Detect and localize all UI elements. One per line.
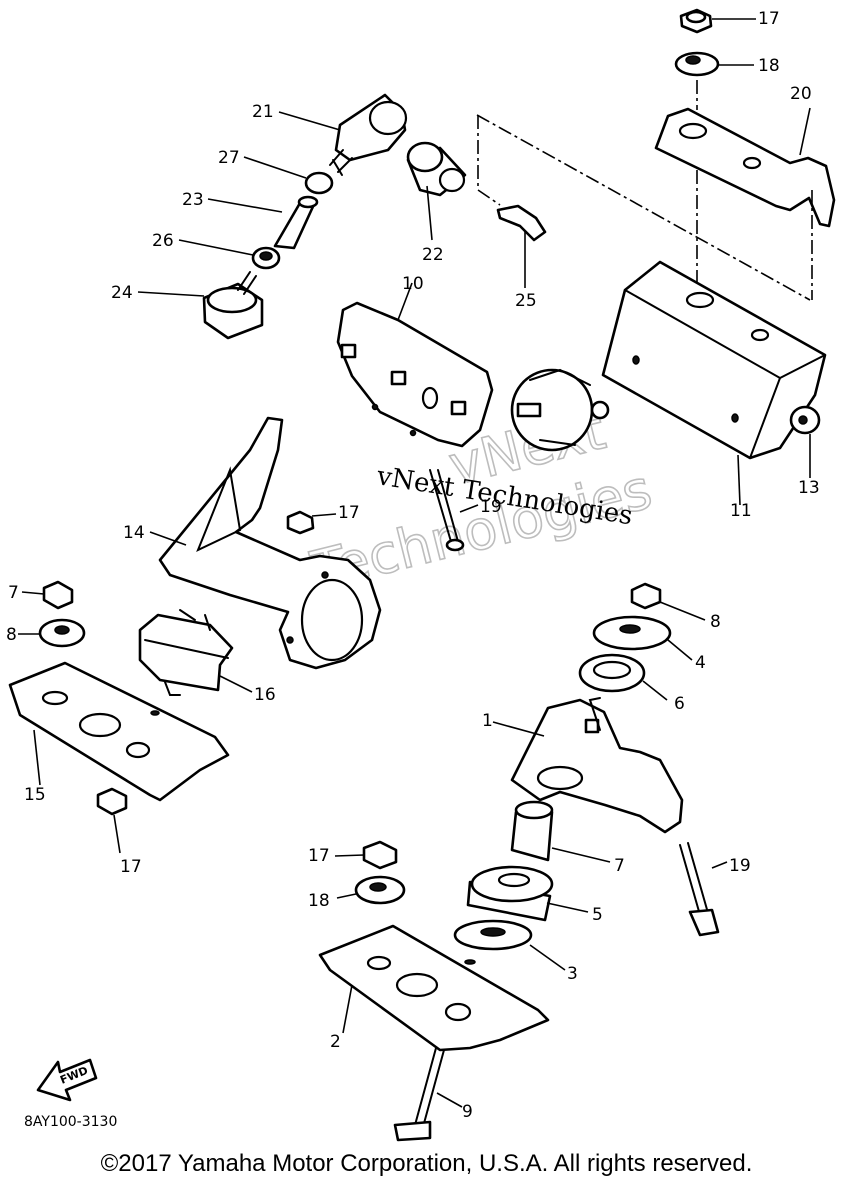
part-27-nut <box>304 171 334 195</box>
callout-26: 26 <box>152 231 174 251</box>
callout-9: 9 <box>462 1102 473 1122</box>
part-17-nut-top <box>679 8 713 34</box>
callout-17-top: 17 <box>758 9 780 29</box>
part-23-sleeve <box>273 195 319 250</box>
catalog-code: 8AY100-3130 <box>24 1114 117 1130</box>
part-11-cover <box>601 260 827 460</box>
callout-8-left: 8 <box>6 625 17 645</box>
callout-11: 11 <box>730 501 752 521</box>
callout-21: 21 <box>252 102 274 122</box>
part-6-collar <box>578 653 646 693</box>
callout-14: 14 <box>123 523 145 543</box>
part-21-rod-end <box>329 93 408 176</box>
callout-6: 6 <box>674 694 685 714</box>
callout-19-right: 19 <box>729 856 751 876</box>
callout-3: 3 <box>567 964 578 984</box>
part-20-bracket <box>654 107 836 228</box>
callout-20: 20 <box>790 84 812 104</box>
part-7-spacer <box>510 800 554 862</box>
part-19-bolt-middle <box>429 469 465 552</box>
fwd-arrow-icon: FWD <box>36 1058 98 1102</box>
callout-18-top: 18 <box>758 56 780 76</box>
callout-5: 5 <box>592 905 603 925</box>
copyright-notice: ©2017 Yamaha Motor Corporation, U.S.A. A… <box>100 1150 753 1177</box>
callout-25: 25 <box>515 291 537 311</box>
part-17-nut-middle <box>286 510 315 535</box>
callout-17-middle: 17 <box>338 503 360 523</box>
callout-numbers: 17 18 20 21 27 23 26 24 22 25 10 13 11 1… <box>6 9 820 1122</box>
part-17-nut-lower <box>362 840 398 870</box>
part-13-grommet <box>789 405 821 435</box>
part-5-damper <box>466 865 554 922</box>
callout-22: 22 <box>422 245 444 265</box>
callout-2: 2 <box>330 1032 341 1052</box>
part-2-plate <box>318 924 550 1052</box>
callout-15: 15 <box>24 785 46 805</box>
callout-16: 16 <box>254 685 276 705</box>
part-8-washer-left <box>38 618 86 648</box>
part-24-bolt <box>202 271 264 340</box>
part-18-washer-top <box>674 51 720 77</box>
callout-7-left: 7 <box>8 583 19 603</box>
part-26-collar <box>251 246 281 270</box>
part-17-nut-left <box>96 787 128 816</box>
callout-23: 23 <box>182 190 204 210</box>
part-25-bolt <box>496 204 547 242</box>
part-9-bolt <box>393 1047 445 1142</box>
part-18-washer-lower <box>354 875 406 905</box>
part-22-bushing <box>406 141 467 197</box>
callout-13: 13 <box>798 478 820 498</box>
part-3-washer <box>453 919 533 951</box>
callout-19-middle: 19 <box>480 497 502 517</box>
round-sensor-part <box>510 368 610 452</box>
callout-17-left: 17 <box>120 857 142 877</box>
part-10-bracket <box>336 301 494 448</box>
callout-8-right: 8 <box>710 612 721 632</box>
callout-7-right: 7 <box>614 856 625 876</box>
callout-1: 1 <box>482 711 493 731</box>
callout-18-lower: 18 <box>308 891 330 911</box>
part-4-washer <box>592 615 672 651</box>
part-8-washer-right <box>630 582 662 610</box>
part-7-nut <box>42 580 74 610</box>
part-19-bolt-right <box>679 842 720 937</box>
part-15-plate <box>8 661 230 802</box>
callout-24: 24 <box>111 283 133 303</box>
leader-lines <box>18 18 811 1108</box>
callout-10: 10 <box>402 274 424 294</box>
callout-27: 27 <box>218 148 240 168</box>
part-14-bracket <box>158 416 382 670</box>
callout-17-lower: 17 <box>308 846 330 866</box>
callout-4: 4 <box>695 653 706 673</box>
alignment-lines <box>476 80 813 301</box>
part-1-bracket <box>510 697 684 834</box>
part-16-mount <box>138 609 234 696</box>
